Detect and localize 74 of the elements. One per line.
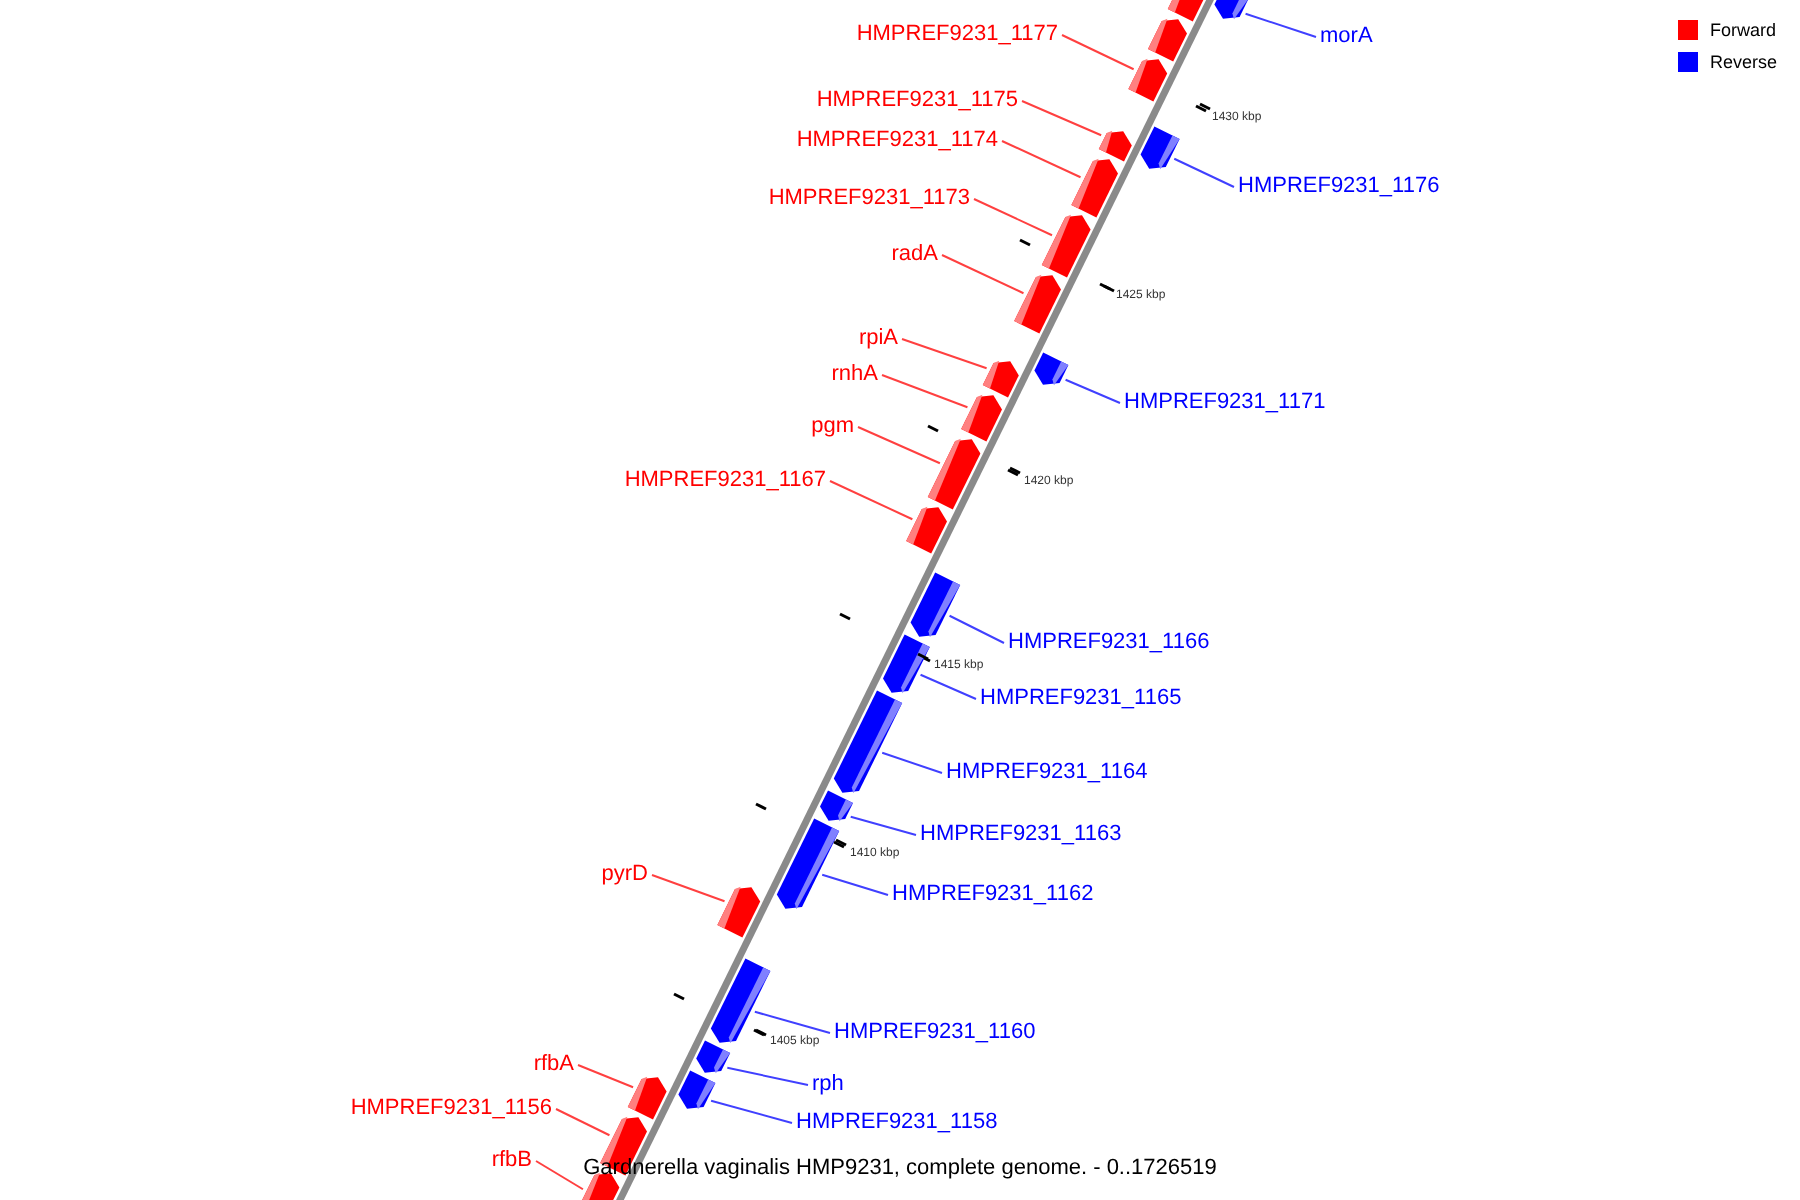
gene-segment bbox=[1148, 18, 1187, 62]
leader-line bbox=[710, 1099, 793, 1124]
gene-label: rfbB bbox=[491, 1148, 532, 1174]
gene-label: HMPREF9231_1175 bbox=[816, 88, 1018, 114]
gene-label: rpiA bbox=[858, 326, 898, 352]
leader-line bbox=[1064, 378, 1121, 404]
gene-segment bbox=[982, 360, 1019, 398]
gene-label: HMPREF9231_1167 bbox=[624, 468, 826, 494]
leader-line bbox=[829, 480, 914, 521]
leader-line bbox=[973, 198, 1053, 237]
gene-label: rph bbox=[812, 1072, 844, 1098]
gene-segment bbox=[710, 958, 771, 1044]
gene-segment bbox=[820, 790, 853, 822]
gene-segment bbox=[1167, 0, 1209, 22]
leader-line bbox=[577, 1064, 635, 1089]
gene-label: HMPREF9231_1173 bbox=[768, 186, 970, 212]
leader-line bbox=[726, 1066, 809, 1086]
gene-label: HMPREF9231_1177 bbox=[856, 22, 1058, 48]
gene-segment bbox=[906, 506, 947, 554]
gene-label: morA bbox=[1320, 24, 1373, 50]
gene-label: HMPREF9231_1165 bbox=[980, 686, 1182, 712]
gene-segment bbox=[1014, 274, 1061, 334]
gene-segment bbox=[627, 1076, 667, 1120]
leader-line bbox=[881, 374, 969, 409]
leader-line bbox=[555, 1108, 611, 1137]
gene-segment bbox=[1034, 352, 1069, 386]
leader-line bbox=[651, 874, 726, 903]
gene-segment bbox=[1214, 0, 1249, 20]
leader-line bbox=[948, 614, 1005, 644]
gene-segment bbox=[776, 818, 840, 910]
gene-label: pgm bbox=[811, 414, 854, 440]
gene-label: HMPREF9231_1162 bbox=[892, 882, 1094, 908]
leader-line bbox=[821, 873, 889, 896]
gene-label: radA bbox=[891, 242, 938, 268]
gene-segment bbox=[1128, 58, 1168, 102]
leader-line bbox=[1001, 140, 1082, 179]
leader-line bbox=[881, 751, 943, 774]
gene-label: HMPREF9231_1156 bbox=[350, 1096, 552, 1122]
gene-segment bbox=[1140, 126, 1180, 170]
gene-label: rnhA bbox=[831, 362, 878, 388]
gene-label: HMPREF9231_1163 bbox=[920, 822, 1122, 848]
gene-segment bbox=[678, 1070, 716, 1110]
gene-label: rfbA bbox=[533, 1052, 574, 1078]
gene-label: HMPREF9231_1171 bbox=[1124, 390, 1326, 416]
leader-line bbox=[857, 426, 941, 465]
gene-label: pyrD bbox=[601, 862, 648, 888]
gene-segment bbox=[717, 886, 761, 938]
gene-label: HMPREF9231_1166 bbox=[1008, 630, 1210, 656]
leader-line bbox=[901, 338, 988, 370]
leader-line bbox=[1244, 12, 1317, 38]
leader-line bbox=[1173, 157, 1235, 188]
leader-line bbox=[919, 673, 977, 700]
gene-segment bbox=[696, 1040, 731, 1074]
legend-label: Reverse bbox=[1710, 52, 1778, 72]
gene-label: HMPREF9231_1174 bbox=[796, 128, 998, 154]
gene-label: HMPREF9231_1158 bbox=[796, 1110, 998, 1136]
gene-segment bbox=[883, 634, 930, 694]
gene-segment bbox=[1098, 130, 1132, 162]
gene-segment bbox=[1041, 214, 1091, 278]
legend-label: Forward bbox=[1710, 20, 1777, 40]
gene-segment bbox=[833, 690, 903, 794]
leader-line bbox=[535, 1160, 584, 1191]
gene-segment bbox=[1071, 158, 1118, 218]
gene-segment bbox=[961, 394, 1002, 442]
gene-segment bbox=[910, 572, 961, 638]
gene-label: HMPREF9231_1164 bbox=[946, 760, 1148, 786]
gene-label: HMPREF9231_1160 bbox=[834, 1020, 1036, 1046]
gene-label: HMPREF9231_1176 bbox=[1238, 174, 1440, 200]
gene-segment bbox=[927, 438, 981, 510]
leader-line bbox=[941, 254, 1025, 295]
leader-line bbox=[1061, 34, 1135, 71]
leader-line bbox=[753, 1010, 831, 1034]
leader-line bbox=[1021, 100, 1103, 137]
leader-line bbox=[849, 815, 917, 836]
